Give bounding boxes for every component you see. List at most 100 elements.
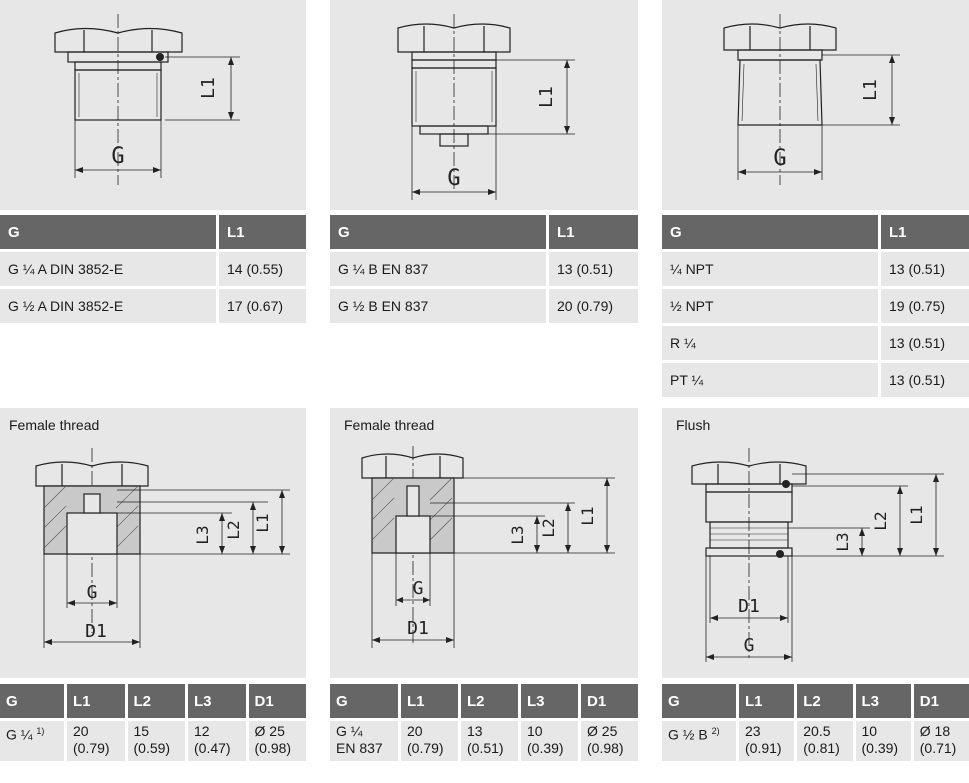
header-l2: L2 bbox=[127, 684, 185, 718]
drawing-panel-5: Female thread G D1 L1 L2 L3 bbox=[330, 408, 638, 678]
cell-l3: 12(0.47) bbox=[188, 718, 246, 761]
header-g: G bbox=[662, 215, 878, 249]
header-l3: L3 bbox=[855, 684, 911, 718]
dim-l1-label: L1 bbox=[578, 506, 597, 525]
cell-l3: 10(0.39) bbox=[521, 718, 578, 761]
dimension-table-4: G L1 L2 L3 D1 G ¼ 1) 20(0.79) 15(0.59) 1… bbox=[0, 684, 309, 761]
dim-g-label: G bbox=[744, 635, 755, 656]
cell-l1: 13 (0.51) bbox=[881, 249, 969, 286]
drawing-panel-2: G L1 bbox=[330, 0, 638, 210]
dim-g-label: G bbox=[413, 578, 424, 599]
dimension-table-6: G L1 L2 L3 D1 G ½ B 2) 23(0.91) 20.5(0.8… bbox=[659, 684, 969, 761]
dim-l3-label: L3 bbox=[833, 532, 852, 551]
header-l3: L3 bbox=[188, 684, 246, 718]
cell-g: G ½ A DIN 3852-E bbox=[0, 286, 216, 323]
dim-g-label: G bbox=[111, 144, 124, 169]
cell-g: G ¼ B EN 837 bbox=[330, 249, 546, 286]
dim-d1-label: D1 bbox=[85, 621, 107, 642]
cell-g: G ½ B EN 837 bbox=[330, 286, 546, 323]
header-l1: L1 bbox=[739, 684, 795, 718]
cell-g: G ½ B 2) bbox=[662, 718, 736, 761]
table-row: ¼ NPT 13 (0.51) bbox=[662, 249, 969, 286]
table-row: G ¼ 1) 20(0.79) 15(0.59) 12(0.47) Ø 25(0… bbox=[0, 718, 306, 761]
cell-l1: 13 (0.51) bbox=[881, 360, 969, 397]
table-row: PT ¼ 13 (0.51) bbox=[662, 360, 969, 397]
header-d1: D1 bbox=[913, 684, 969, 718]
drawing-panel-1: G L1 bbox=[0, 0, 306, 210]
header-g: G bbox=[0, 215, 216, 249]
header-d1: D1 bbox=[248, 684, 306, 718]
cell-g: G ¼ 1) bbox=[0, 718, 64, 761]
header-g: G bbox=[330, 215, 546, 249]
cell-g: R ¼ bbox=[662, 323, 878, 360]
panel-title: Flush bbox=[676, 417, 711, 433]
cell-l1: 17 (0.67) bbox=[219, 286, 306, 323]
header-l1: L1 bbox=[67, 684, 125, 718]
cell-d1: Ø 25(0.98) bbox=[581, 718, 638, 761]
dim-l1-label: L1 bbox=[907, 505, 926, 524]
footnote-marker: 1) bbox=[36, 726, 45, 736]
dim-l2-label: L2 bbox=[871, 511, 890, 530]
header-l1: L1 bbox=[401, 684, 458, 718]
drawing-panel-3: G L1 bbox=[662, 0, 969, 210]
dim-d1-label: D1 bbox=[407, 618, 429, 639]
dim-l3-label: L3 bbox=[508, 525, 527, 544]
table-row: G ½ B 2) 23(0.91) 20.5(0.81) 10(0.39) Ø … bbox=[662, 718, 969, 761]
cell-l1: 13 (0.51) bbox=[881, 323, 969, 360]
thread-drawing-5: G D1 L1 L2 L3 bbox=[361, 446, 615, 648]
table-row: ½ NPT 19 (0.75) bbox=[662, 286, 969, 323]
header-g: G bbox=[662, 684, 736, 718]
cell-d1: Ø 25(0.98) bbox=[248, 718, 306, 761]
dim-d1-label: D1 bbox=[738, 596, 760, 617]
header-g: G bbox=[0, 684, 64, 718]
dim-g-label: G bbox=[87, 582, 98, 603]
cell-g: ¼ NPT bbox=[662, 249, 878, 286]
thread-drawing-3: G L1 bbox=[723, 14, 900, 185]
header-l2: L2 bbox=[461, 684, 518, 718]
cell-l1: 19 (0.75) bbox=[881, 286, 969, 323]
header-l2: L2 bbox=[797, 684, 853, 718]
cell-l2: 13(0.51) bbox=[461, 718, 518, 761]
thread-drawing-1: G L1 bbox=[54, 14, 240, 185]
cell-l1: 20(0.79) bbox=[67, 718, 125, 761]
table-row: G ½ B EN 837 20 (0.79) bbox=[330, 286, 638, 323]
panel-title: Female thread bbox=[9, 417, 100, 433]
dim-l1-label: L1 bbox=[536, 86, 557, 108]
footnote-marker: 2) bbox=[711, 726, 720, 736]
table-row: G ½ A DIN 3852-E 17 (0.67) bbox=[0, 286, 306, 323]
drawing-panel-4: Female thread G D1 L1 L2 L3 bbox=[0, 408, 306, 678]
cell-l1: 14 (0.55) bbox=[219, 249, 306, 286]
cell-l1: 23(0.91) bbox=[739, 718, 795, 761]
header-l3: L3 bbox=[521, 684, 578, 718]
cell-l2: 20.5(0.81) bbox=[797, 718, 853, 761]
table-row: G ¼ B EN 837 13 (0.51) bbox=[330, 249, 638, 286]
dim-g-label: G bbox=[773, 146, 786, 171]
cell-d1: Ø 18(0.71) bbox=[913, 718, 969, 761]
thread-drawing-2: G L1 bbox=[397, 14, 575, 200]
header-d1: D1 bbox=[581, 684, 638, 718]
thread-drawing-6: D1 G L1 L2 L3 bbox=[691, 448, 944, 662]
header-g: G bbox=[330, 684, 398, 718]
cell-l1: 20(0.79) bbox=[401, 718, 458, 761]
dim-l2-label: L2 bbox=[539, 518, 558, 537]
thread-drawing-4: G D1 L1 L2 L3 bbox=[35, 448, 290, 648]
cell-l1: 13 (0.51) bbox=[549, 249, 638, 286]
header-l1: L1 bbox=[881, 215, 969, 249]
cell-g: PT ¼ bbox=[662, 360, 878, 397]
cell-g: ½ NPT bbox=[662, 286, 878, 323]
panel-title: Female thread bbox=[344, 417, 435, 433]
dim-l1-label: L1 bbox=[198, 77, 219, 99]
header-l1: L1 bbox=[219, 215, 306, 249]
cell-l3: 10(0.39) bbox=[855, 718, 911, 761]
dim-l2-label: L2 bbox=[224, 520, 243, 539]
table-row: G ¼ A DIN 3852-E 14 (0.55) bbox=[0, 249, 306, 286]
drawing-panel-6: Flush D1 G L1 L2 L3 bbox=[662, 408, 969, 678]
cell-l2: 15(0.59) bbox=[127, 718, 185, 761]
dimension-table-1: G L1 G ¼ A DIN 3852-E 14 (0.55) G ½ A DI… bbox=[0, 215, 309, 323]
table-row: R ¼ 13 (0.51) bbox=[662, 323, 969, 360]
dim-l3-label: L3 bbox=[193, 525, 212, 544]
header-l1: L1 bbox=[549, 215, 638, 249]
